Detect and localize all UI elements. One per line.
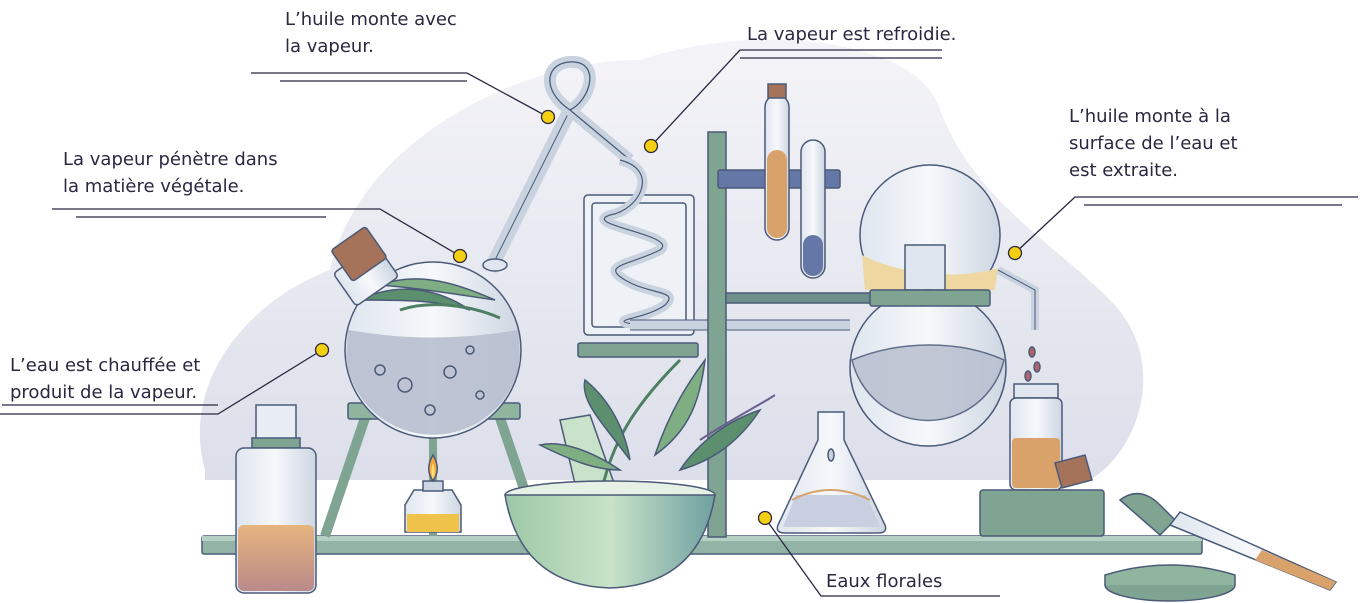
marker-water-heated — [314, 342, 330, 358]
label-oil-surface: L’huile monte à la surface de l’eau et e… — [1069, 103, 1238, 184]
label-line: L’huile monte à la — [1069, 106, 1231, 127]
label-line: La vapeur est refroidie. — [747, 24, 957, 45]
label-line: la vapeur. — [285, 36, 374, 57]
label-line: L’eau est chauffée et — [10, 355, 201, 376]
label-floral-waters: Eaux florales — [826, 568, 942, 595]
bottle — [235, 404, 317, 594]
erlenmeyer-flask — [776, 411, 887, 534]
collection-jar — [979, 383, 1105, 537]
markers — [314, 109, 1023, 526]
label-line: L’huile monte avec — [285, 9, 457, 30]
label-line: produit de la vapeur. — [10, 382, 198, 403]
label-line: surface de l’eau et — [1069, 133, 1238, 154]
label-steam-penetrates: La vapeur pénètre dans la matière végéta… — [63, 146, 278, 200]
marker-steam-cooled — [643, 138, 659, 154]
condenser-tube — [544, 55, 634, 165]
label-line: la matière végétale. — [63, 176, 245, 197]
label-line: est extraite. — [1069, 160, 1178, 181]
boiling-flask — [331, 106, 577, 439]
marker-oil-rises — [540, 109, 556, 125]
marker-floral-waters — [757, 510, 773, 526]
label-water-heated: L’eau est chauffée et produit de la vape… — [10, 352, 200, 406]
label-line: La vapeur pénètre dans — [63, 149, 278, 170]
leader-lines — [0, 49, 1358, 597]
label-line: Eaux florales — [826, 571, 943, 592]
marker-steam-penetrates — [452, 248, 468, 264]
marker-oil-surface — [1007, 245, 1023, 261]
label-steam-cooled: La vapeur est refroidie. — [747, 21, 956, 48]
separator-flask — [849, 164, 1041, 447]
spirit-lamp — [404, 453, 462, 533]
mortar-and-pestle — [504, 357, 776, 589]
label-oil-rises-with-steam: L’huile monte avec la vapeur. — [285, 6, 457, 60]
test-tubes — [764, 83, 826, 279]
dropper — [1104, 492, 1338, 602]
condenser — [577, 155, 850, 358]
